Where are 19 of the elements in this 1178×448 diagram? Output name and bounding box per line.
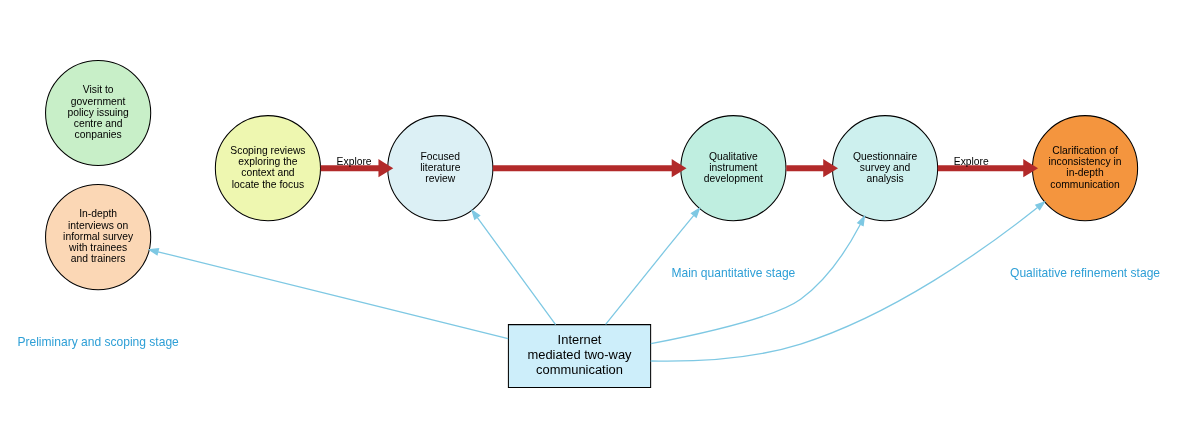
arrow (320, 159, 394, 178)
label: Qualitative refinement stage (1010, 266, 1161, 281)
node-circle: Questionnaire survey and analysis (832, 115, 939, 222)
node-circle: Scoping reviews exploring the context and locate the focus (214, 115, 322, 222)
arrow (147, 248, 509, 340)
arrow (492, 159, 687, 178)
node-circle: Visit to government policy issuing centre and conpanies (45, 59, 152, 167)
node-circle: In-depth interviews on informal survey with trainees and trainers (45, 184, 152, 291)
arrow (650, 214, 866, 345)
arrow (650, 200, 1046, 362)
arrow (470, 208, 557, 326)
label: Main quantitative stage (671, 266, 796, 281)
arrow (786, 159, 839, 178)
arrow (937, 159, 1039, 178)
edge-label: Explore (336, 156, 372, 168)
label: Preliminary and scoping stage (17, 335, 179, 350)
edge-label: Explore (953, 156, 989, 168)
arrow (605, 207, 701, 326)
node-box: Internet mediated two-way communication (507, 324, 652, 389)
